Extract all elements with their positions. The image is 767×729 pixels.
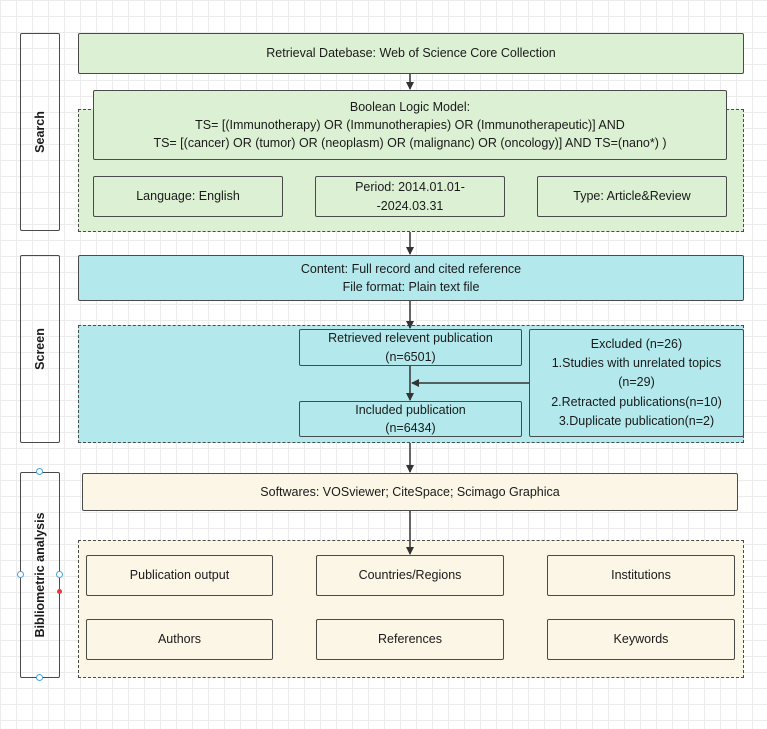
stage-search[interactable]: Search [20,33,60,231]
institutions-box[interactable]: Institutions [547,555,735,596]
content-text: Content: Full record and cited reference… [301,260,521,296]
period-line-1: Period: 2014.01.01- [355,180,465,195]
period-text: Period: 2014.01.01- -2024.03.31 [355,178,465,214]
publication-output-text: Publication output [129,568,230,583]
retrieved-count: (n=6501) [385,349,436,364]
database-box[interactable]: Retrieval Datebase: Web of Science Core … [78,33,744,74]
excluded-item-2: 2.Retracted publications(n=10) [551,394,722,409]
retrieved-publication-box[interactable]: Retrieved relevent publication (n=6501) [299,329,522,366]
excluded-item-1: 1.Studies with unrelated topics [551,355,722,370]
keywords-box[interactable]: Keywords [547,619,735,660]
countries-regions-text: Countries/Regions [358,568,462,583]
boolean-logic-text: Boolean Logic Model: TS= [(Immunotherapy… [153,98,666,152]
period-box[interactable]: Period: 2014.01.01- -2024.03.31 [315,176,505,217]
content-line-2: File format: Plain text file [342,280,480,294]
keywords-text: Keywords [613,632,669,647]
excluded-text: Excluded (n=26) 1.Studies with unrelated… [551,335,722,432]
excluded-item-3: 3.Duplicate publication(n=2) [558,414,715,429]
content-box[interactable]: Content: Full record and cited reference… [78,255,744,301]
selection-handle-top[interactable] [36,468,43,475]
included-text: Included publication (n=6434) [355,401,466,437]
institutions-text: Institutions [611,568,671,583]
boolean-title: Boolean Logic Model: [349,99,471,114]
boolean-line-1: TS= [(Immunotherapy) OR (Immunotherapies… [195,117,625,132]
database-text: Retrieval Datebase: Web of Science Core … [266,46,556,61]
type-text: Type: Article&Review [573,189,691,204]
boolean-line-2: TS= [(cancer) OR (tumor) OR (neoplasm) O… [153,136,667,151]
period-line-2: -2024.03.31 [376,198,444,213]
content-line-1: Content: Full record and cited reference [300,261,522,276]
excluded-box[interactable]: Excluded (n=26) 1.Studies with unrelated… [529,329,744,437]
countries-regions-box[interactable]: Countries/Regions [316,555,504,596]
language-text: Language: English [136,189,240,204]
authors-text: Authors [157,632,202,647]
included-label: Included publication [355,402,466,417]
retrieved-text: Retrieved relevent publication (n=6501) [328,329,493,365]
included-publication-box[interactable]: Included publication (n=6434) [299,401,522,437]
authors-box[interactable]: Authors [86,619,273,660]
references-text: References [378,632,442,647]
excluded-title: Excluded (n=26) [590,336,683,351]
references-box[interactable]: References [316,619,504,660]
publication-output-box[interactable]: Publication output [86,555,273,596]
included-count: (n=6434) [385,421,436,435]
selection-handle-bottom[interactable] [36,674,43,681]
connection-point-dot [57,589,62,594]
retrieved-label: Retrieved relevent publication [328,331,493,346]
selection-handle-left[interactable] [17,571,24,578]
stage-screen[interactable]: Screen [20,255,60,443]
language-box[interactable]: Language: English [93,176,283,217]
softwares-text: Softwares: VOSviewer; CiteSpace; Scimago… [260,484,560,499]
softwares-box[interactable]: Softwares: VOSviewer; CiteSpace; Scimago… [82,473,738,511]
type-box[interactable]: Type: Article&Review [537,176,727,217]
boolean-logic-box[interactable]: Boolean Logic Model: TS= [(Immunotherapy… [93,90,727,160]
selection-handle-right[interactable] [56,571,63,578]
excluded-item-1-count: (n=29) [618,375,655,390]
